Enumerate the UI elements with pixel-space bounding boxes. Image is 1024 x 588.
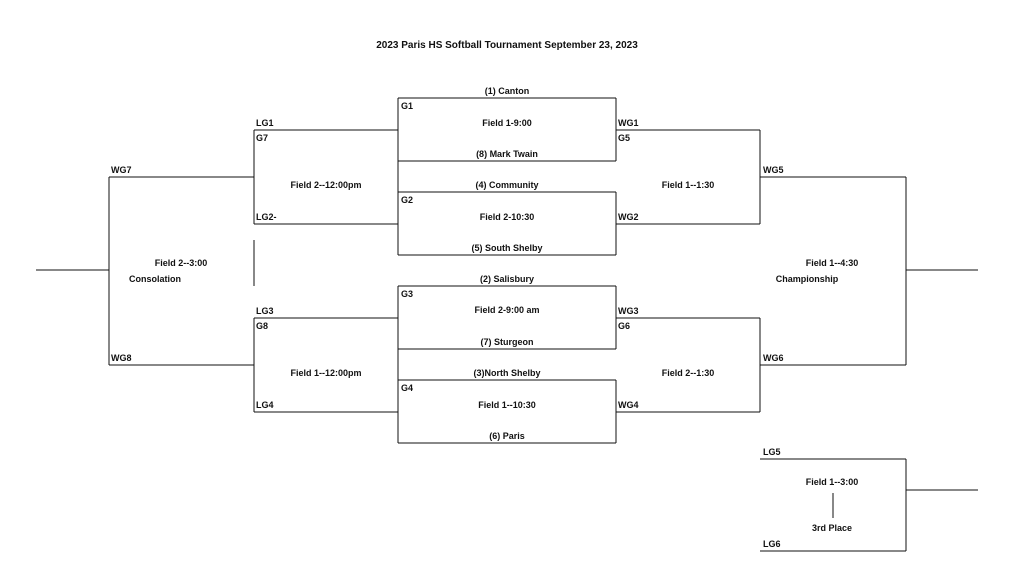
slot-wg2: WG2: [618, 212, 639, 222]
time-consolation: Field 2--3:00: [155, 258, 208, 268]
time-g5: Field 1--1:30: [662, 180, 715, 190]
label-championship: Championship: [776, 274, 839, 284]
time-third-place: Field 1--3:00: [806, 477, 859, 487]
slot-wg8: WG8: [111, 353, 132, 363]
slot-lg6: LG6: [763, 539, 781, 549]
game-label-g8: G8: [256, 321, 268, 331]
game-label-g6: G6: [618, 321, 630, 331]
time-g8: Field 1--12:00pm: [290, 368, 361, 378]
game-label-g3: G3: [401, 289, 413, 299]
team-south-shelby: (5) South Shelby: [471, 243, 542, 253]
team-sturgeon: (7) Sturgeon: [481, 337, 534, 347]
label-third-place: 3rd Place: [812, 523, 852, 533]
game-label-g4: G4: [401, 383, 413, 393]
time-g6: Field 2--1:30: [662, 368, 715, 378]
slot-wg3: WG3: [618, 306, 639, 316]
time-championship: Field 1--4:30: [806, 258, 859, 268]
page-title: 2023 Paris HS Softball Tournament Septem…: [376, 40, 638, 51]
game-label-g5: G5: [618, 133, 630, 143]
team-mark-twain: (8) Mark Twain: [476, 149, 538, 159]
slot-lg4: LG4: [256, 400, 274, 410]
time-g3: Field 2-9:00 am: [474, 305, 539, 315]
time-g1: Field 1-9:00: [482, 118, 532, 128]
team-community: (4) Community: [476, 180, 539, 190]
label-consolation: Consolation: [129, 274, 181, 284]
slot-lg5: LG5: [763, 447, 781, 457]
slot-lg3: LG3: [256, 306, 274, 316]
time-g2: Field 2-10:30: [480, 212, 535, 222]
slot-wg6: WG6: [763, 353, 784, 363]
slot-wg1: WG1: [618, 118, 639, 128]
slot-wg5: WG5: [763, 165, 784, 175]
slot-lg1: LG1: [256, 118, 274, 128]
team-paris: (6) Paris: [489, 431, 525, 441]
team-canton: (1) Canton: [485, 86, 530, 96]
game-label-g2: G2: [401, 195, 413, 205]
team-north-shelby: (3)North Shelby: [473, 368, 540, 378]
slot-wg4: WG4: [618, 400, 639, 410]
time-g7: Field 2--12:00pm: [290, 180, 361, 190]
time-g4: Field 1--10:30: [478, 400, 536, 410]
game-label-g7: G7: [256, 133, 268, 143]
slot-wg7: WG7: [111, 165, 132, 175]
team-salisbury: (2) Salisbury: [480, 274, 534, 284]
slot-lg2: LG2-: [256, 212, 277, 222]
game-label-g1: G1: [401, 101, 413, 111]
